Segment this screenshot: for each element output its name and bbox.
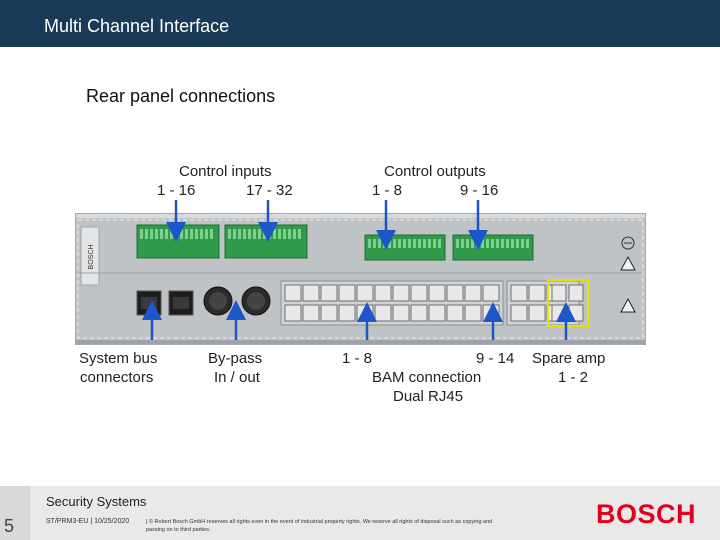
label-control-inputs: Control inputs <box>179 163 272 180</box>
slide-subtitle: Rear panel connections <box>86 86 276 106</box>
bypass-xlr-connectors <box>203 286 271 316</box>
footer-company: Security Systems <box>46 494 147 509</box>
svg-text:BOSCH: BOSCH <box>88 245 95 270</box>
label-control-outputs: Control outputs <box>384 163 486 180</box>
label-bam-connection: BAM connection <box>372 369 482 386</box>
label-spare-amp-range: 1 - 2 <box>558 369 589 386</box>
title-bar: Multi Channel Interface <box>0 0 720 47</box>
control-input-terminals-17-32 <box>224 224 308 259</box>
footer-bar <box>0 486 720 540</box>
device-brand-badge: BOSCH <box>80 226 100 286</box>
label-bam-range-a: 1 - 8 <box>342 350 373 367</box>
warning-icon <box>620 255 636 313</box>
label-bypass: By-pass <box>208 350 263 367</box>
page-number: 5 <box>4 516 15 536</box>
footer-page-tab <box>0 486 30 540</box>
label-control-inputs-range-b: 17 - 32 <box>246 182 293 199</box>
label-control-outputs-range-a: 1 - 8 <box>372 182 403 199</box>
label-dual-rj45: Dual RJ45 <box>393 388 464 405</box>
footer-legal-notice: | © Robert Bosch GmbH reserves all right… <box>146 519 493 533</box>
footer-meta: ST/PRM3-EU | 10/25/2020 <box>46 518 130 525</box>
control-output-terminals-9-16 <box>452 234 534 261</box>
label-bam-range-b: 9 - 14 <box>476 350 515 367</box>
slide-title: Multi Channel Interface <box>44 16 230 36</box>
label-control-outputs-range-b: 9 - 16 <box>460 182 499 199</box>
label-bypass-in-out: In / out <box>214 369 260 386</box>
label-spare-amp: Spare amp <box>532 350 606 367</box>
label-control-inputs-range-a: 1 - 16 <box>157 182 196 199</box>
label-system-bus: System bus <box>79 350 158 367</box>
ground-symbol-icon <box>621 236 635 250</box>
bosch-logo: BOSCH <box>596 499 697 529</box>
label-system-bus-connectors: connectors <box>80 369 154 386</box>
